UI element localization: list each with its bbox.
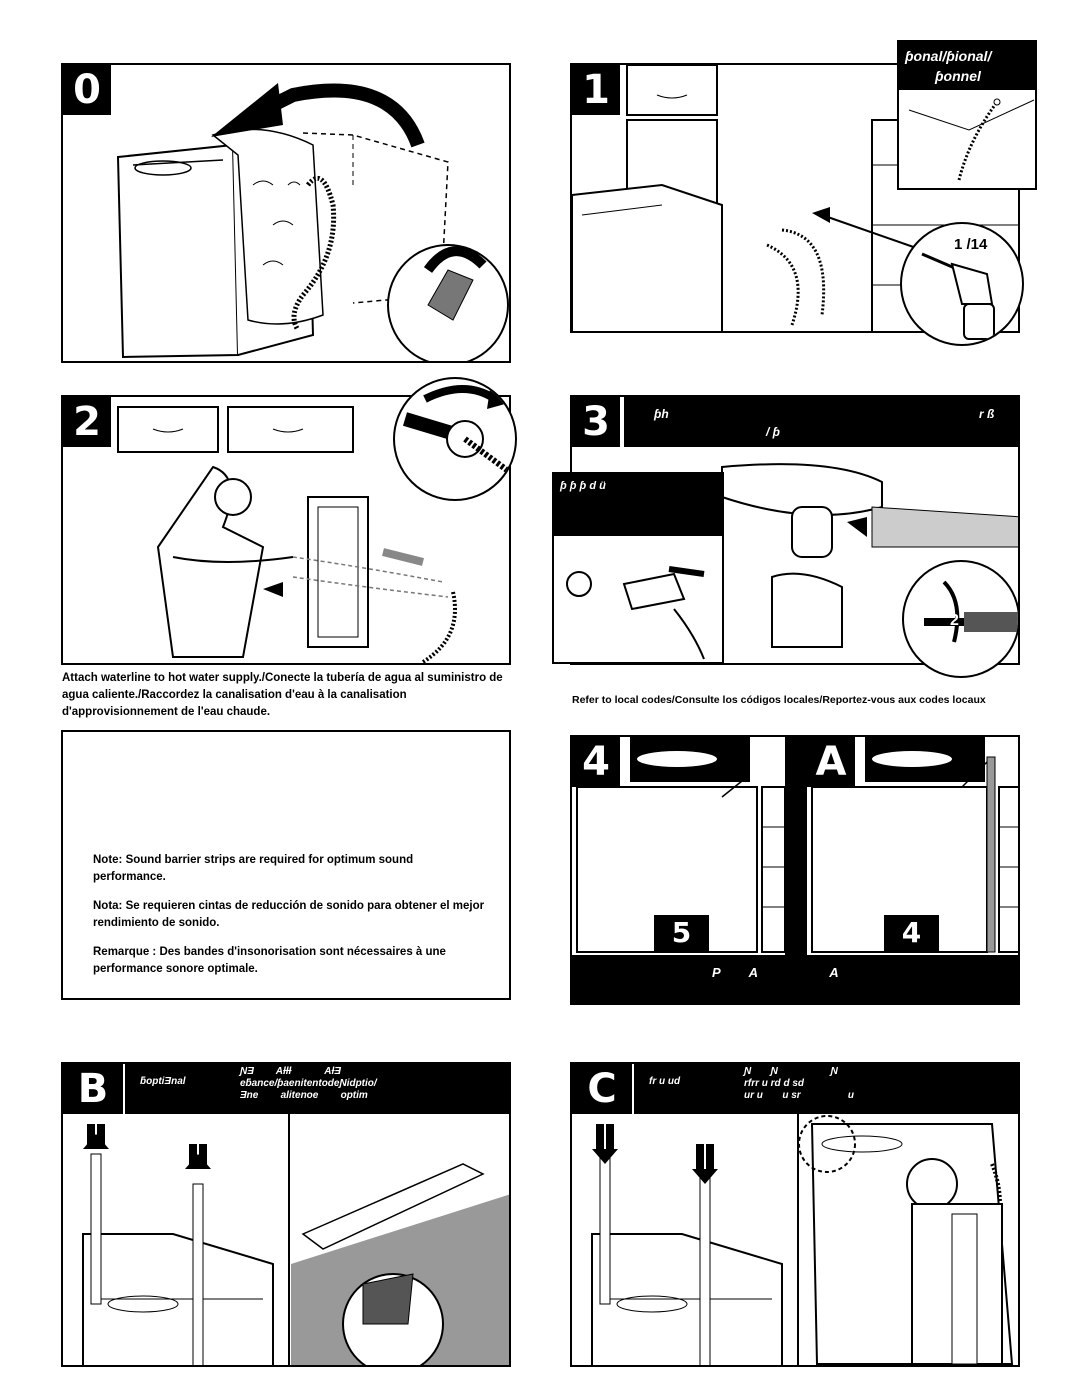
step-3-inset-box: ƥ ƥ ƥ d ü bbox=[552, 472, 724, 664]
step-c-bar-a: fr u ud bbox=[649, 1076, 681, 1087]
step-3-caption: Refer to local codes/Consulte los código… bbox=[572, 694, 986, 706]
hammer-illustration bbox=[566, 566, 705, 660]
screwdriver-icon bbox=[924, 580, 1018, 643]
step-c-panel: C fr u ud Ɲ Ɲ Ɲ rfrr u rd d sd ur u u sr… bbox=[570, 1062, 1020, 1367]
step-2-number: 2 bbox=[63, 397, 111, 447]
step-b-panel: B ƃoptiƎnal ƝƎ Aƚƚƚ AƚƎ eƃance/ƥaenitent… bbox=[61, 1062, 511, 1367]
step-3-instruction-bar: ƥh r ß / ƥ bbox=[624, 397, 1018, 447]
dishwasher-unpack-illustration bbox=[116, 83, 509, 361]
step-4a-right-panel bbox=[807, 737, 1018, 955]
step-4a-number: A bbox=[807, 737, 855, 787]
step-b-bar-a: ƃoptiƎnal bbox=[140, 1076, 186, 1087]
step-1-number: 1 bbox=[572, 65, 620, 115]
step-3-bar-text-b: r ß bbox=[979, 407, 995, 421]
step-1-optional-box: ƥonal/ƥional/ ƥonnel bbox=[897, 40, 1037, 190]
step-3-number: 3 bbox=[572, 397, 620, 447]
sound-strip-install-illustration bbox=[591, 1114, 1014, 1365]
step-b-number: B bbox=[63, 1064, 123, 1114]
step-3-inset-bar: ƥ ƥ ƥ d ü bbox=[554, 474, 722, 536]
drain-hose-illustration bbox=[721, 463, 1018, 648]
step-2-caption: Attach waterline to hot water supply./Co… bbox=[62, 672, 503, 718]
note-es: Nota: Se requieren cintas de reducción d… bbox=[93, 900, 485, 929]
step-1-optional-label-line2: ƥonnel bbox=[935, 68, 981, 84]
step-3-callout-2: 2 bbox=[950, 612, 959, 629]
step-c-bar-d: ur u u sr u bbox=[744, 1090, 855, 1101]
sound-strip-remove-illustration bbox=[82, 1114, 509, 1365]
step-4-number: 4 bbox=[572, 737, 620, 787]
step-3-callout-1: 1 bbox=[840, 515, 849, 532]
step-b-bar-d: Ǝne alitenoe optim bbox=[240, 1090, 368, 1101]
drill-icon bbox=[921, 252, 995, 340]
drill-circle: 1 /14 bbox=[900, 222, 1024, 346]
wrench-circle bbox=[393, 377, 517, 501]
step-3-bar-text-c: / ƥ bbox=[766, 425, 780, 439]
step-4b-number: 4 bbox=[884, 915, 939, 951]
wrench-icon bbox=[402, 385, 515, 480]
drill-size-label: 1 /14 bbox=[954, 236, 988, 253]
step-0-number: 0 bbox=[63, 65, 111, 115]
step-4-panel: 4 A 5 4 P A A bbox=[570, 735, 1020, 1005]
step-c-bar-b: Ɲ Ɲ Ɲ bbox=[744, 1066, 838, 1077]
note-fr: Remarque : Des bandes d'insonorisation s… bbox=[93, 946, 446, 975]
step-1-optional-label-line1: ƥonal/ƥional/ bbox=[905, 48, 992, 64]
step-b-instruction-bar: ƃoptiƎnal ƝƎ Aƚƚƚ AƚƎ eƃance/ƥaenitentod… bbox=[125, 1064, 509, 1114]
step-c-instruction-bar: fr u ud Ɲ Ɲ Ɲ rfrr u rd d sd ur u u sr u bbox=[634, 1064, 1018, 1114]
dishwasher-front-left bbox=[576, 737, 785, 953]
step-1-optional-label-bar: ƥonal/ƥional/ ƥonnel bbox=[899, 42, 1035, 90]
step-b-bar-c: eƃance/ƥaenitentodeƝidptio/ bbox=[240, 1078, 377, 1089]
step-c-number: C bbox=[572, 1064, 632, 1114]
note-en: Note: Sound barrier strips are required … bbox=[93, 854, 414, 883]
step-c-bar-c: rfrr u rd d sd bbox=[744, 1078, 805, 1089]
step-4-bar-text: P A A bbox=[712, 965, 839, 980]
step-5-number: 5 bbox=[654, 915, 709, 951]
note-box: Note: Sound barrier strips are required … bbox=[61, 730, 511, 1000]
waterline-connect-illustration bbox=[117, 406, 457, 663]
screwdriver-circle: 2 bbox=[902, 560, 1020, 678]
step-b-bar-b: ƝƎ Aƚƚƚ AƚƎ bbox=[240, 1066, 341, 1077]
step-0-panel: 0 bbox=[61, 63, 511, 363]
step-3-bar-text-a: ƥh bbox=[654, 407, 669, 421]
hose-bracket-detail bbox=[908, 98, 1035, 181]
